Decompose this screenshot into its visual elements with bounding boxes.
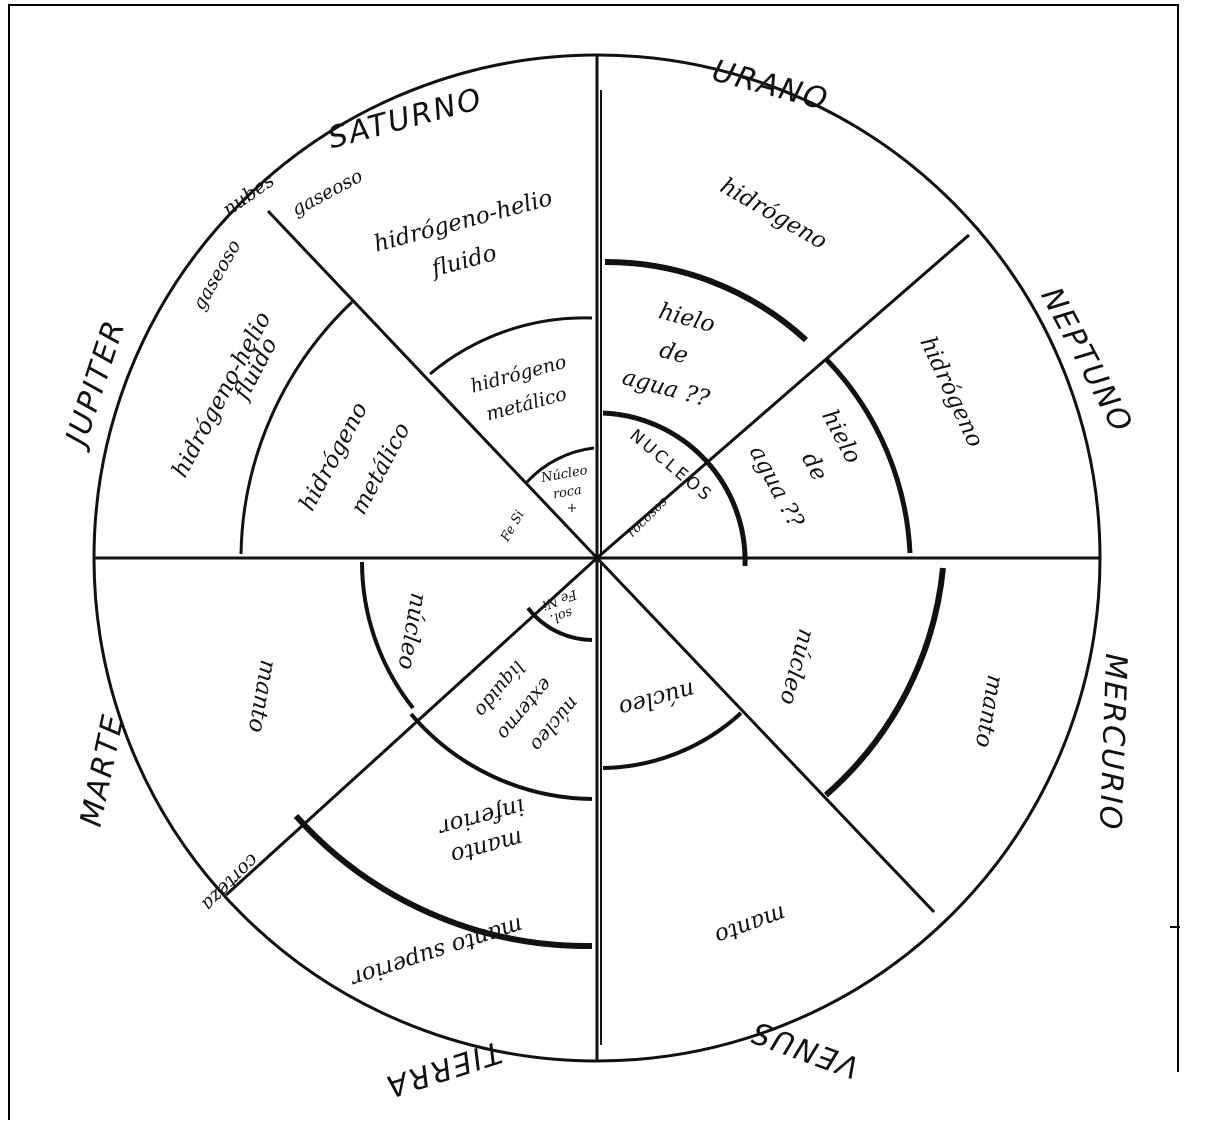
label-mercurio: MERCURIO — [1092, 653, 1133, 832]
label-urano-hidrogeno: hidrógeno — [716, 173, 832, 255]
label-saturno-hidrogeno-helio: hidrógeno-helio — [371, 185, 555, 258]
label-marte-nucleo: núcleo — [392, 591, 431, 672]
label-venus: VENUS — [746, 1013, 864, 1085]
label-saturno-plus: + — [567, 501, 578, 516]
label-saturno-roca: roca — [552, 483, 583, 503]
label-tierra: TIERRA — [380, 1034, 505, 1104]
label-venus-manto: manto — [711, 900, 789, 950]
label-saturno-fluido: fluido — [427, 240, 500, 283]
label-mercurio-nucleo: núcleo — [774, 626, 819, 707]
label-neptuno: NEPTUNO — [1033, 282, 1139, 440]
mercurio-core-boundary — [826, 568, 943, 795]
label-marte: MARTE — [74, 710, 132, 829]
label-neptuno-agua: agua ?? — [744, 441, 809, 532]
label-venus-nucleo: núcleo — [616, 676, 697, 721]
label-marte-manto: manto — [243, 658, 281, 735]
label-neptuno-de: de — [796, 448, 832, 485]
label-rocosos: rocosos — [624, 494, 670, 540]
label-fe-si: Fe Si — [498, 508, 528, 545]
label-corteza: corteza — [197, 849, 263, 915]
label-urano-agua: agua ?? — [619, 364, 712, 412]
label-neptuno-hidrogeno: hidrógeno — [914, 333, 988, 452]
label-gaseoso-jupiter: gaseoso — [188, 236, 246, 314]
label-mercurio-manto: manto — [970, 673, 1008, 750]
label-gaseoso-saturno: gaseoso — [288, 165, 366, 221]
label-urano-de: de — [657, 337, 691, 369]
label-urano-hielo: hielo — [656, 298, 718, 338]
label-manto-superior: manto superior — [346, 912, 526, 993]
label-urano: URANO — [708, 53, 832, 118]
label-jupiter: JUPITER — [58, 315, 133, 454]
